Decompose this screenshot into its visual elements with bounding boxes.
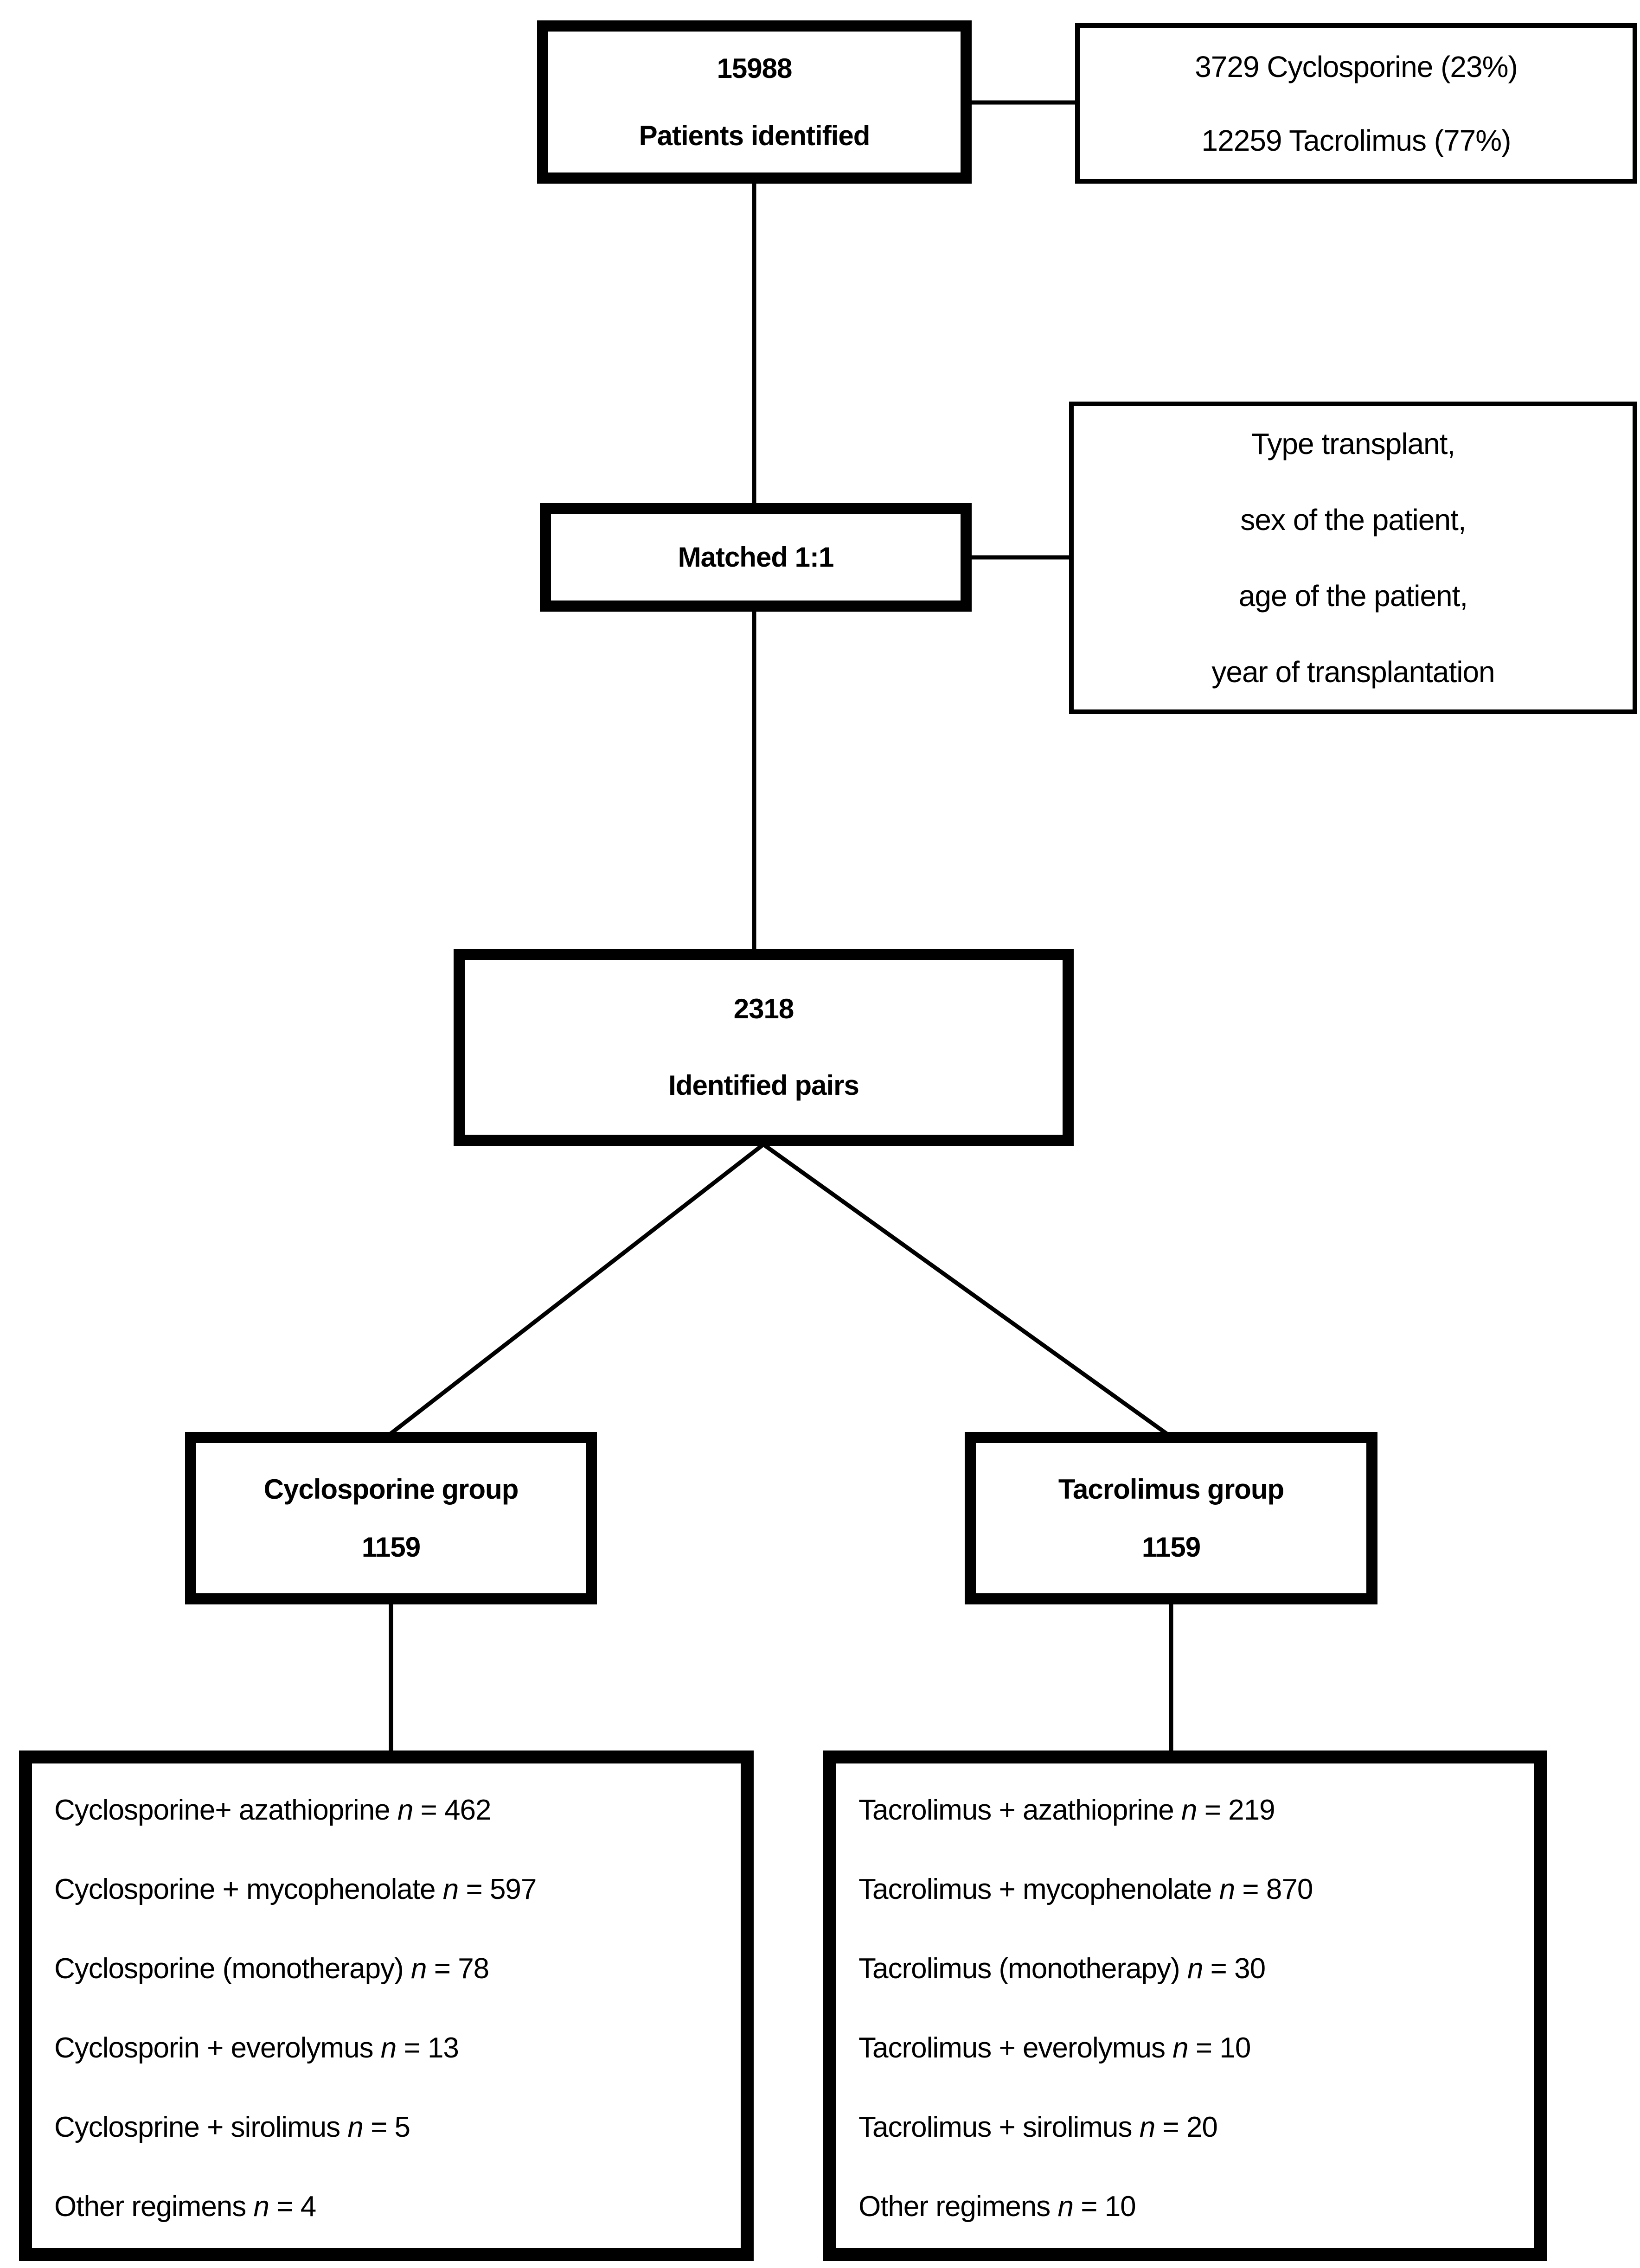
equals-sign: = [404, 2032, 421, 2064]
n-symbol: n [1172, 2032, 1188, 2064]
equals-sign: = [1210, 1953, 1227, 1985]
regimen-count: 78 [458, 1953, 489, 1985]
criteria-line-1: Type transplant, [1251, 427, 1455, 460]
regimen-count: 219 [1228, 1794, 1275, 1826]
regimen-drug: Cyclosporine + mycophenolate [54, 1873, 436, 1905]
n-symbol: n [1181, 1794, 1197, 1826]
regimen-count: 597 [489, 1873, 537, 1905]
cyclosporine-group-count: 1159 [361, 1531, 421, 1563]
drug-split-box: 3729 Cyclosporine (23%) 12259 Tacrolimus… [1075, 23, 1637, 184]
tacrolimus-regimens-box: Tacrolimus + azathioprine n = 219 Tacrol… [823, 1751, 1547, 2261]
criteria-line-2: sex of the patient, [1240, 503, 1466, 537]
regimen-drug: Tacrolimus + everolymus [858, 2032, 1166, 2064]
connector-pairs-to-cyclosporine [387, 1143, 765, 1437]
patients-count: 15988 [717, 52, 793, 84]
tacrolimus-group-count: 1159 [1141, 1531, 1201, 1563]
equals-sign: = [466, 1873, 483, 1905]
n-symbol: n [1057, 2191, 1074, 2223]
equals-sign: = [371, 2111, 387, 2143]
regimen-item: Tacrolimus + azathioprine n = 219 [858, 1770, 1529, 1850]
matched-box: Matched 1:1 [540, 503, 972, 612]
regimen-count: 10 [1104, 2191, 1136, 2223]
patients-label: Patients identified [639, 120, 871, 151]
equals-sign: = [276, 2191, 293, 2223]
cyclosporine-group-label: Cyclosporine group [263, 1473, 519, 1505]
regimen-drug: Cyclosporin + everolymus [54, 2032, 374, 2064]
cyclosporine-regimens-box: Cyclosporine+ azathioprine n = 462 Cyclo… [19, 1751, 754, 2261]
regimen-item: Tacrolimus (monotherapy) n = 30 [858, 1929, 1529, 2008]
regimen-item: Cyclosporin + everolymus n = 13 [54, 2008, 736, 2088]
regimen-count: 5 [394, 2111, 410, 2143]
regimen-drug: Tacrolimus + azathioprine [858, 1794, 1174, 1826]
criteria-line-4: year of transplantation [1211, 655, 1495, 689]
equals-sign: = [1081, 2191, 1097, 2223]
equals-sign: = [1204, 1794, 1221, 1826]
equals-sign: = [1242, 1873, 1259, 1905]
regimen-drug: Cyclosporine+ azathioprine [54, 1794, 391, 1826]
regimen-item: Tacrolimus + everolymus n = 10 [858, 2008, 1529, 2088]
regimen-drug: Tacrolimus (monotherapy) [858, 1953, 1180, 1985]
n-symbol: n [253, 2191, 269, 2223]
regimen-item: Cyclosporine+ azathioprine n = 462 [54, 1770, 736, 1850]
regimen-drug: Tacrolimus + mycophenolate [858, 1873, 1212, 1905]
regimen-item: Tacrolimus + mycophenolate n = 870 [858, 1850, 1529, 1929]
n-symbol: n [411, 1953, 427, 1985]
regimen-item: Other regimens n = 4 [54, 2167, 736, 2246]
regimen-drug: Cyclosporine (monotherapy) [54, 1953, 404, 1985]
criteria-line-3: age of the patient, [1238, 579, 1468, 613]
tacrolimus-group-label: Tacrolimus group [1058, 1473, 1284, 1505]
regimen-count: 30 [1234, 1953, 1266, 1985]
equals-sign: = [1162, 2111, 1179, 2143]
tacrolimus-group-box: Tacrolimus group 1159 [965, 1432, 1377, 1604]
equals-sign: = [1195, 2032, 1212, 2064]
regimen-count: 870 [1266, 1873, 1313, 1905]
regimen-drug: Cyclosprine + sirolimus [54, 2111, 340, 2143]
n-symbol: n [1139, 2111, 1155, 2143]
equals-sign: = [434, 1953, 451, 1985]
matched-label: Matched 1:1 [678, 542, 834, 573]
cyclosporine-group-box: Cyclosporine group 1159 [185, 1432, 597, 1604]
regimen-item: Cyclosporine (monotherapy) n = 78 [54, 1929, 736, 2008]
matching-criteria-box: Type transplant, sex of the patient, age… [1069, 402, 1637, 714]
n-symbol: n [347, 2111, 363, 2143]
pairs-count: 2318 [733, 993, 794, 1024]
regimen-item: Tacrolimus + sirolimus n = 20 [858, 2088, 1529, 2167]
regimen-item: Cyclosprine + sirolimus n = 5 [54, 2088, 736, 2167]
pairs-label: Identified pairs [668, 1070, 859, 1101]
regimen-count: 462 [444, 1794, 491, 1826]
regimen-drug: Other regimens [54, 2191, 246, 2223]
split-cyclosporine-line: 3729 Cyclosporine (23%) [1195, 50, 1518, 83]
regimen-item: Other regimens n = 10 [858, 2167, 1529, 2246]
regimen-drug: Other regimens [858, 2191, 1051, 2223]
connector-pairs-to-tacrolimus [762, 1143, 1170, 1437]
n-symbol: n [380, 2032, 397, 2064]
split-tacrolimus-line: 12259 Tacrolimus (77%) [1201, 123, 1512, 157]
identified-pairs-box: 2318 Identified pairs [454, 949, 1074, 1146]
n-symbol: n [1219, 1873, 1235, 1905]
equals-sign: = [420, 1794, 437, 1826]
regimen-item: Cyclosporine + mycophenolate n = 597 [54, 1850, 736, 1929]
regimen-count: 13 [427, 2032, 459, 2064]
n-symbol: n [1187, 1953, 1203, 1985]
patients-identified-box: 15988 Patients identified [537, 20, 972, 184]
regimen-count: 10 [1219, 2032, 1251, 2064]
regimen-count: 20 [1186, 2111, 1218, 2143]
n-symbol: n [442, 1873, 459, 1905]
regimen-count: 4 [300, 2191, 316, 2223]
regimen-drug: Tacrolimus + sirolimus [858, 2111, 1133, 2143]
n-symbol: n [397, 1794, 413, 1826]
